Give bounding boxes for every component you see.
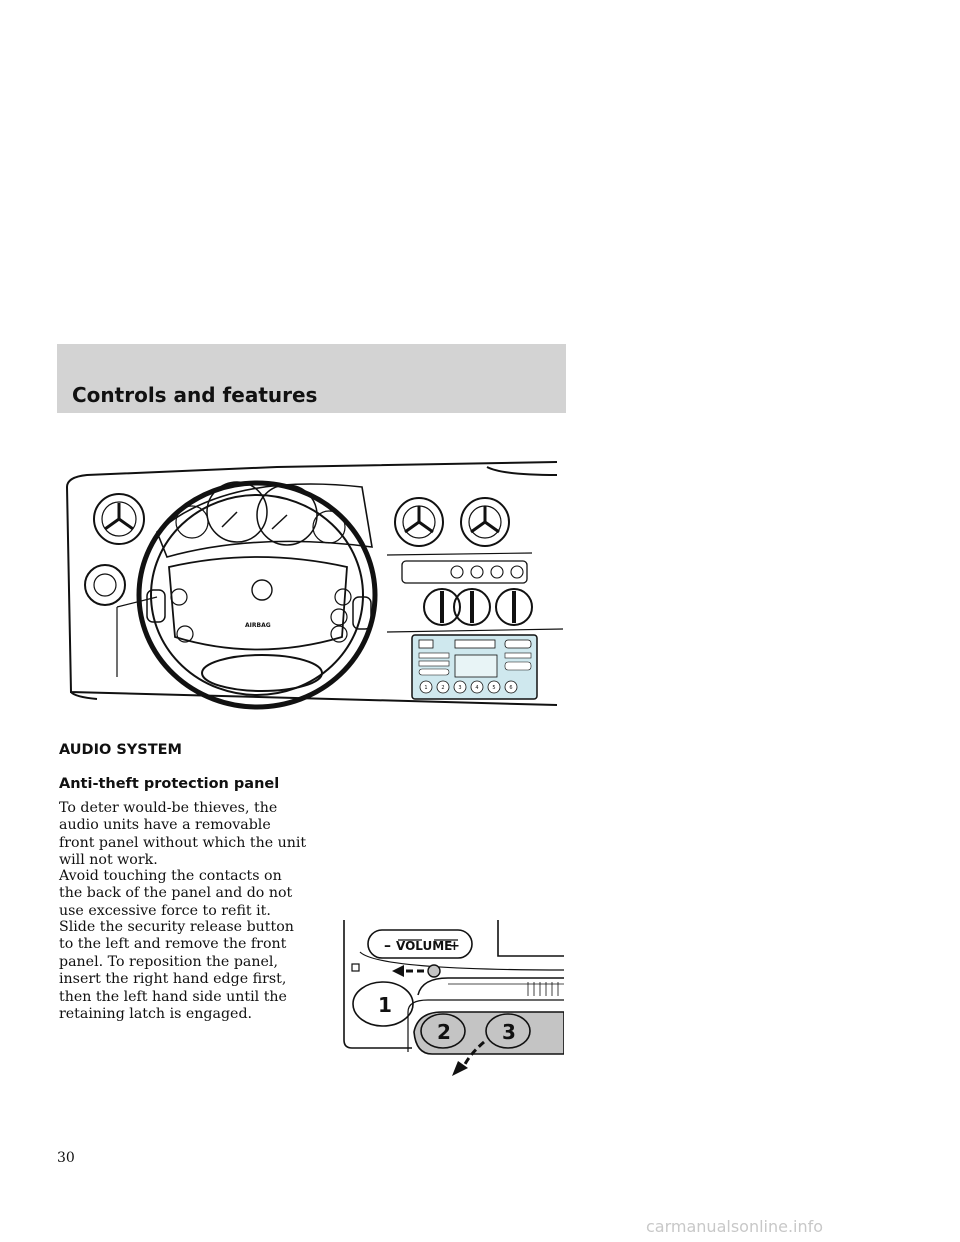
preset-3-label: 3: [458, 685, 461, 691]
front-panel-illustration: – VOLUME + 1 2 3: [343, 920, 564, 1076]
dashboard-illustration: AIRBAG 1 2 3 4 5 6: [66, 461, 563, 710]
section-heading: AUDIO SYSTEM: [59, 742, 182, 758]
airbag-label: AIRBAG: [245, 622, 271, 629]
paragraph-1: To deter would-be thieves, the audio uni…: [59, 800, 307, 869]
preset-1-label: 1: [424, 685, 427, 691]
preset-2-label: 2: [441, 685, 444, 691]
preset-6-label: 6: [509, 685, 512, 691]
volume-label: VOLUME: [396, 939, 452, 953]
page-number: 30: [57, 1150, 75, 1166]
paragraph-2: Avoid touching the contacts on the back …: [59, 868, 293, 919]
section-header-band: [57, 344, 566, 413]
preset-5-label: 5: [492, 685, 495, 691]
volume-plus-sign: +: [449, 939, 460, 954]
page-section-title: Controls and features: [72, 383, 318, 407]
volume-minus-sign: –: [384, 938, 391, 954]
subsection-heading: Anti-theft protection panel: [59, 776, 280, 792]
callout-1: 1: [378, 993, 392, 1017]
preset-4-label: 4: [475, 685, 478, 691]
paragraph-3: Slide the security release button to the…: [59, 919, 294, 1023]
watermark-text: carmanualsonline.info: [646, 1217, 824, 1236]
callout-3: 3: [502, 1020, 516, 1044]
radio-unit: 1 2 3 4 5 6: [411, 634, 538, 700]
callout-2: 2: [437, 1020, 451, 1044]
